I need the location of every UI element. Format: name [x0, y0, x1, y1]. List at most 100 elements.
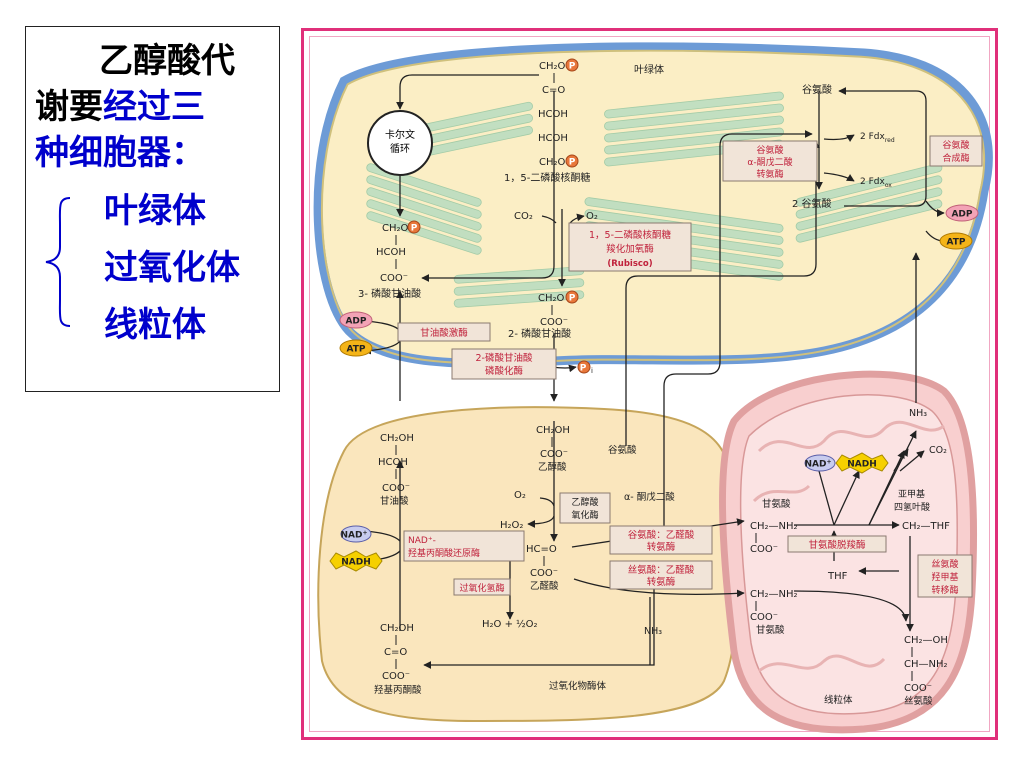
svg-text:COO⁻: COO⁻	[904, 683, 932, 694]
alpha-ketoglutarate: α- 酮戊二酸	[624, 491, 675, 503]
photorespiration-diagram-frame: 叶绿体 卡尔文 循环 CH₂O C=O HCOH HCOH CH₂O 1，5-二…	[301, 28, 998, 740]
svg-text:NAD+: NAD+	[341, 530, 368, 541]
o2-peroxisome: O₂	[514, 490, 526, 501]
calvin-cycle-node: 卡尔文 循环	[367, 110, 433, 176]
svg-text:P: P	[569, 62, 576, 72]
svg-text:CH₂OH: CH₂OH	[380, 623, 414, 634]
svg-text:P: P	[569, 158, 576, 168]
svg-text:ATP: ATP	[946, 238, 965, 248]
photorespiration-diagram: 叶绿体 卡尔文 循环 CH₂O C=O HCOH HCOH CH₂O 1，5-二…	[313, 42, 993, 734]
nh3-mito: NH₃	[909, 408, 927, 419]
svg-text:COO⁻: COO⁻	[382, 671, 410, 682]
enzyme-catalase: 过氧化氢酶	[453, 578, 511, 596]
svg-text:2-磷酸甘油酸: 2-磷酸甘油酸	[476, 352, 533, 364]
enzyme-glu-glyoxylate-aminotransferase: 谷氨酸：乙醛酸 转氨酶	[609, 525, 713, 555]
svg-text:CH₂—NH₂: CH₂—NH₂	[750, 521, 798, 532]
fd-red: 2 Fdxred	[860, 132, 895, 144]
svg-text:COO⁻: COO⁻	[750, 612, 778, 623]
diagram-inner-border	[309, 36, 990, 732]
svg-text:甘油酸激酶: 甘油酸激酶	[420, 327, 468, 339]
svg-text:P: P	[569, 294, 576, 304]
svg-text:甘氨酸: 甘氨酸	[762, 498, 791, 510]
svg-text:磷酸化酶: 磷酸化酶	[485, 365, 524, 377]
svg-text:C=O: C=O	[384, 647, 407, 658]
svg-text:羧化加氧酶: 羧化加氧酶	[606, 243, 654, 255]
svg-text:丝氨酸：乙醛酸: 丝氨酸：乙醛酸	[628, 564, 695, 576]
rubp-structure: CH₂O C=O HCOH HCOH CH₂O 1，5-二磷酸核酮糖	[504, 61, 590, 184]
phosphate-badge-2pg: P	[565, 290, 579, 304]
atp-badge-left: ATP	[339, 339, 373, 357]
atp-badge-right: ATP	[939, 232, 973, 250]
glycolate-structure: CH₂OH COO⁻ 乙醇酸	[536, 425, 570, 473]
glycerate-name: 甘油酸	[380, 495, 409, 507]
textbox-line-3: 种细胞器：	[35, 133, 205, 173]
thf: THF	[827, 571, 848, 582]
organelle-mitochondrion: 线粒体	[104, 305, 206, 345]
nadh-badge-mito: NADH	[835, 452, 889, 474]
glyoxylate-name: 乙醛酸	[530, 580, 559, 592]
svg-text:转移酶: 转移酶	[931, 584, 958, 596]
nadh-badge-peroxisome: NADH	[329, 550, 383, 572]
peroxisome	[317, 406, 738, 723]
2pg-name: 2- 磷酸甘油酸	[508, 327, 571, 340]
svg-text:CH₂—THF: CH₂—THF	[902, 521, 950, 532]
svg-text:NAD+: NAD+	[805, 459, 832, 470]
enzyme-rubisco: 1，5-二磷酸核酮糖 羧化加氧酶 (Rubisco)	[568, 222, 692, 272]
pi-badge: P i	[577, 360, 593, 375]
h2o2: H₂O₂	[500, 520, 523, 531]
svg-text:丝氨酸: 丝氨酸	[904, 695, 933, 707]
svg-text:i: i	[591, 367, 593, 375]
svg-text:CH₂—OH: CH₂—OH	[904, 635, 948, 646]
enzyme-ser-glyoxylate-aminotransferase: 丝氨酸：乙醛酸 转氨酶	[609, 560, 713, 590]
svg-text:谷氨酸: 谷氨酸	[756, 144, 783, 156]
organelle-peroxisome: 过氧化体	[104, 248, 240, 288]
glycerate-structure: CH₂OH HCOH COO⁻ 甘油酸	[378, 433, 414, 507]
organelle-text-box: 乙醇酸代 谢要经过三 种细胞器： 叶绿体 过氧化体 线粒体	[25, 26, 280, 392]
svg-text:ADP: ADP	[951, 210, 972, 220]
label-peroxisome: 过氧化物酶体	[549, 680, 607, 692]
hydroxypyruvate-structure: CH₂OH C=O COO⁻ 羟基丙酮酸	[374, 623, 422, 696]
svg-text:CH—NH₂: CH—NH₂	[904, 659, 948, 670]
textbox-line-1: 乙醇酸代	[99, 41, 235, 81]
svg-text:CH₂O: CH₂O	[382, 223, 409, 234]
textbox-line-2-black: 谢要	[35, 87, 103, 127]
svg-text:COO⁻: COO⁻	[750, 544, 778, 555]
svg-text:CH₂—NH₂: CH₂—NH₂	[750, 589, 798, 600]
svg-text:COO⁻: COO⁻	[382, 483, 410, 494]
glutamate-peroxisome: 谷氨酸	[608, 444, 637, 456]
enzyme-glycerate-kinase: 甘油酸激酶	[397, 322, 491, 342]
svg-text:P: P	[580, 364, 587, 374]
phosphate-badge-rubp-top: P	[565, 58, 579, 72]
glycine-structure-1: 甘氨酸 CH₂—NH₂ COO⁻	[750, 498, 798, 555]
co2-input: CO₂	[514, 211, 533, 222]
svg-text:CH₂OH: CH₂OH	[380, 433, 414, 444]
svg-text:谷氨酸：乙醛酸: 谷氨酸：乙醛酸	[628, 529, 695, 541]
svg-text:CH₂O: CH₂O	[539, 157, 566, 168]
nh3-peroxisome: NH₃	[644, 626, 662, 637]
enzyme-glutamine-synthetase: 谷氨酸 合成酶	[929, 135, 983, 167]
enzyme-gogat: 谷氨酸 α-酮戊二酸 转氨酶	[722, 140, 818, 182]
svg-text:HC=O: HC=O	[526, 544, 557, 555]
enzyme-2pg-phosphatase: 2-磷酸甘油酸 磷酸化酶	[451, 348, 557, 380]
svg-text:α-酮戊二酸: α-酮戊二酸	[747, 156, 792, 168]
textbox-line-2-blue: 经过三	[103, 87, 205, 127]
2pg-structure: CH₂O COO⁻ 2- 磷酸甘油酸	[508, 293, 571, 340]
curly-brace-icon	[45, 197, 71, 327]
svg-text:COO⁻: COO⁻	[530, 568, 558, 579]
glutamate-top: 谷氨酸	[802, 83, 832, 96]
adp-badge-left: ADP	[339, 311, 373, 329]
svg-text:1，5-二磷酸核酮糖: 1，5-二磷酸核酮糖	[589, 229, 672, 241]
glyoxylate-structure: HC=O COO⁻ 乙醛酸	[526, 544, 559, 592]
svg-text:NAD⁺-: NAD⁺-	[408, 536, 436, 546]
serine-structure: CH₂—OH CH—NH₂ COO⁻ 丝氨酸	[904, 635, 948, 707]
svg-text:合成酶: 合成酶	[942, 152, 969, 164]
nad-badge-mito: NAD+	[804, 454, 836, 472]
svg-text:谷氨酸: 谷氨酸	[942, 139, 969, 151]
svg-text:乙醇酸: 乙醇酸	[571, 496, 598, 508]
svg-text:羟甲基: 羟甲基	[931, 571, 958, 583]
svg-text:转氨酶: 转氨酶	[647, 541, 676, 553]
svg-text:甘氨酸脱羧酶: 甘氨酸脱羧酶	[808, 539, 866, 551]
rubp-name: 1，5-二磷酸核酮糖	[504, 171, 590, 184]
svg-text:过氧化氢酶: 过氧化氢酶	[459, 582, 504, 594]
svg-text:COO⁻: COO⁻	[380, 273, 408, 284]
